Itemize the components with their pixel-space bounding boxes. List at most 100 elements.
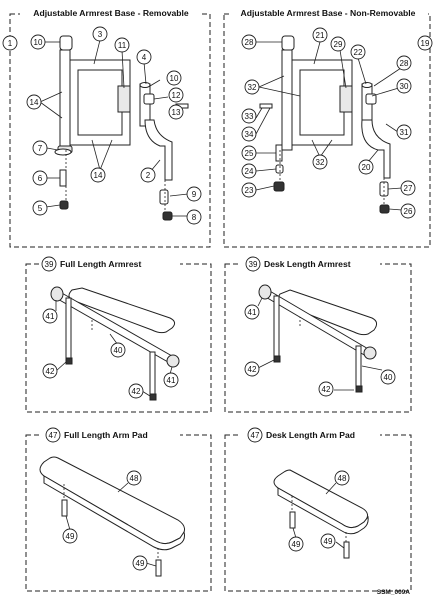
svg-text:49: 49 [324,537,333,546]
end-cap [50,286,64,302]
svg-text:30: 30 [400,82,409,91]
svg-text:41: 41 [167,376,176,385]
side-panel [299,69,345,136]
svg-text:28: 28 [245,38,254,47]
group-callout [247,427,263,443]
side-panel-clip [339,85,353,113]
callout-13: 13 [168,104,184,120]
callout-8: 8 [186,209,202,225]
side-panel-clip [117,85,131,113]
callout-26: 26 [400,203,416,219]
arm-pad-outline [68,287,176,334]
group-callout [45,427,61,443]
svg-text:10: 10 [34,38,43,47]
callout-6: 6 [32,170,48,186]
panel-box [223,13,431,248]
callout-48: 48 [334,470,350,486]
svg-text:29: 29 [334,40,343,49]
leg-plug [65,357,73,365]
group-callout [245,256,261,272]
screw [259,103,273,109]
post-cap [59,35,73,51]
svg-text:41: 41 [248,308,257,317]
spring [275,164,284,174]
svg-text:21: 21 [316,31,325,40]
group-callout-number: 1 [8,39,13,48]
leg-plug [273,355,281,363]
svg-text:14: 14 [30,98,39,107]
callout-29: 29 [330,36,346,52]
callout-40: 40 [110,342,126,358]
nut [379,204,390,214]
group-callout [41,256,57,272]
pad-screw [61,499,68,517]
arm-pad-side [43,475,185,551]
drawing-code: SSM_009A [377,589,411,596]
group-callout-number: 47 [251,431,260,440]
panel-box [25,263,212,413]
svg-text:32: 32 [316,158,325,167]
svg-text:10: 10 [170,74,179,83]
panel-non-removable: Adjustable Armrest Base - Non-Removable … [223,6,433,248]
svg-text:20: 20 [362,163,371,172]
callout-34: 34 [241,126,257,142]
side-panel [77,69,123,136]
svg-text:49: 49 [136,559,145,568]
callout-32: 32 [244,79,260,95]
callout-41b: 41 [163,372,179,388]
svg-text:42: 42 [322,385,331,394]
pad-screw [343,541,350,559]
receiver-top [139,82,151,88]
panel-desk-length-arm-pad: 47 Desk Length Arm Pad 48 49 49 [224,427,412,592]
callout-49: 49 [62,528,78,544]
release-pin [59,169,67,187]
callout-42b: 42 [318,381,334,397]
lock-nut [273,181,285,192]
callout-41: 41 [42,308,58,324]
leg-plug [149,393,157,401]
rear-leg [355,345,362,387]
callout-14: 14 [26,94,42,110]
group-callout-number: 39 [45,260,54,269]
svg-text:28: 28 [400,59,409,68]
svg-text:13: 13 [172,108,181,117]
svg-text:42: 42 [132,387,141,396]
svg-text:49: 49 [66,532,75,541]
panel-title: Full Length Arm Pad [64,430,148,440]
panel-full-length-armrest: 39 Full Length Armrest 41 42 40 41 42 [25,256,212,413]
svg-text:12: 12 [172,91,181,100]
callout-30: 30 [396,78,412,94]
group-callout-number: 39 [249,260,258,269]
callout-49b: 49 [132,555,148,571]
callout-14b: 14 [90,167,106,183]
lever-base [54,148,72,156]
callout-5: 5 [32,200,48,216]
panel-title: Adjustable Armrest Base - Non-Removable [241,8,416,18]
svg-text:42: 42 [248,365,257,374]
svg-text:11: 11 [118,41,127,50]
panel-full-length-arm-pad: 47 Full Length Arm Pad 48 49 49 [25,427,212,592]
mounting-bracket [144,119,173,181]
pad-screw [289,511,296,529]
callout-42: 42 [244,361,260,377]
callout-42: 42 [42,363,58,379]
panel-removable: Adjustable Armrest Base - Removable 1 [2,6,211,248]
callout-21: 21 [312,27,328,43]
callout-41: 41 [244,304,260,320]
svg-text:33: 33 [245,112,254,121]
arm-pad-side [277,487,369,535]
callout-49b: 49 [320,533,336,549]
receiver-top [361,82,373,88]
callout-10: 10 [30,34,46,50]
callout-49: 49 [288,536,304,552]
svg-text:40: 40 [384,373,393,382]
callout-33: 33 [241,108,257,124]
leg-plug [355,385,363,393]
svg-text:24: 24 [245,167,254,176]
callout-22: 22 [350,44,366,60]
callout-40: 40 [380,369,396,385]
callout-9: 9 [186,186,202,202]
svg-text:42: 42 [46,367,55,376]
group-callout [2,35,18,51]
